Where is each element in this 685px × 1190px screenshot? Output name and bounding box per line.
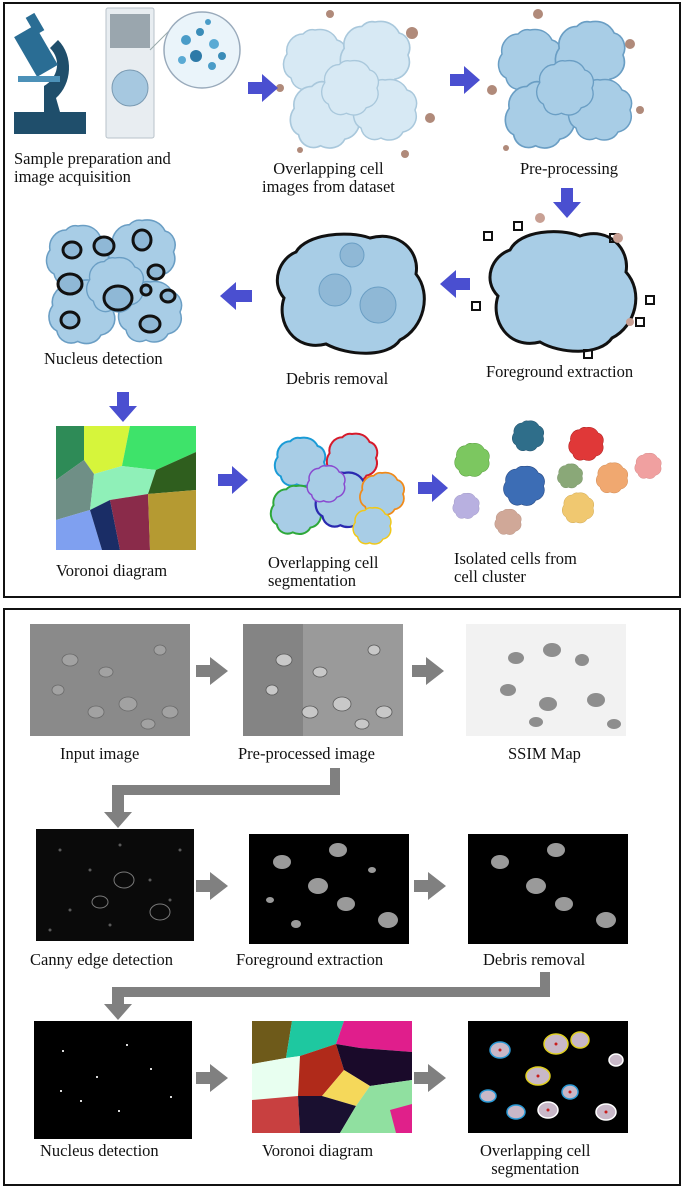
label-preprocessing: Pre-processing (520, 159, 619, 178)
debris-dots (276, 10, 435, 158)
cell-cluster-foreground (488, 230, 638, 353)
nucleus-detection-image (34, 1021, 192, 1139)
overlap-segmentation-bottom (468, 1021, 628, 1133)
label-sample-preparation: Sample preparation and image acquisition (14, 149, 171, 186)
label-debris-removal-bottom: Debris removal (483, 950, 586, 969)
arrow-left-icon (440, 270, 470, 298)
label-canny-edge: Canny edge detection (30, 950, 173, 969)
arrow-left-icon (220, 282, 252, 310)
label-preprocessed-image: Pre-processed image (238, 744, 375, 763)
arrow-right-icon (450, 66, 480, 94)
cell-cluster-light (282, 20, 418, 149)
voronoi-diagram-top (56, 426, 196, 550)
pipeline-results-panel (3, 608, 681, 1186)
magnified-cells-icon (163, 11, 241, 89)
label-foreground-extraction: Foreground extraction (486, 362, 634, 381)
label-overlapping-segmentation-bottom: Overlapping cell segmentation (480, 1141, 591, 1178)
flow-arrows-bottom (104, 657, 550, 1092)
flow-arrows-top (109, 66, 581, 502)
arrow-right-icon (414, 872, 446, 900)
label-input-image: Input image (60, 744, 140, 763)
arrow-down-icon (553, 188, 581, 218)
label-nucleus-detection-bottom: Nucleus detection (40, 1141, 159, 1160)
label-foreground-extraction-bottom: Foreground extraction (236, 950, 384, 969)
label-isolated-cells: Isolated cells from cell cluster (454, 549, 577, 586)
arrow-down-icon (109, 392, 137, 422)
input-image (30, 624, 190, 736)
cell-cluster-preprocessed (497, 20, 633, 149)
arrow-right-icon (196, 657, 228, 685)
slide-icon (105, 7, 171, 139)
label-debris-removal: Debris removal (286, 369, 389, 388)
isolated-cells (452, 420, 662, 535)
label-overlapping-segmentation: Overlapping cell segmentation (268, 553, 379, 590)
label-ssim-map: SSIM Map (508, 744, 581, 763)
arrow-right-icon (196, 872, 228, 900)
arrow-right-icon (414, 1064, 446, 1092)
label-overlapping-dataset: Overlapping cell images from dataset (262, 159, 395, 196)
arrow-right-icon (418, 474, 448, 502)
microscope-icon (14, 12, 86, 134)
foreground-extraction-image (249, 834, 409, 944)
arrow-right-icon (248, 74, 278, 102)
elbow-arrow-icon (104, 972, 550, 1020)
preprocessed-image (243, 624, 403, 736)
arrow-right-icon (218, 466, 248, 494)
ssim-map-image (466, 624, 626, 736)
arrow-right-icon (412, 657, 444, 685)
arrow-right-icon (196, 1064, 228, 1092)
label-voronoi-diagram-bottom: Voronoi diagram (262, 1141, 374, 1160)
canny-edge-image (36, 829, 194, 941)
debris-removal-image (468, 834, 628, 944)
label-voronoi-diagram: Voronoi diagram (56, 561, 168, 580)
overlap-segmentation-top (269, 432, 405, 545)
label-nucleus-detection: Nucleus detection (44, 349, 163, 368)
voronoi-diagram-bottom (252, 1021, 412, 1133)
